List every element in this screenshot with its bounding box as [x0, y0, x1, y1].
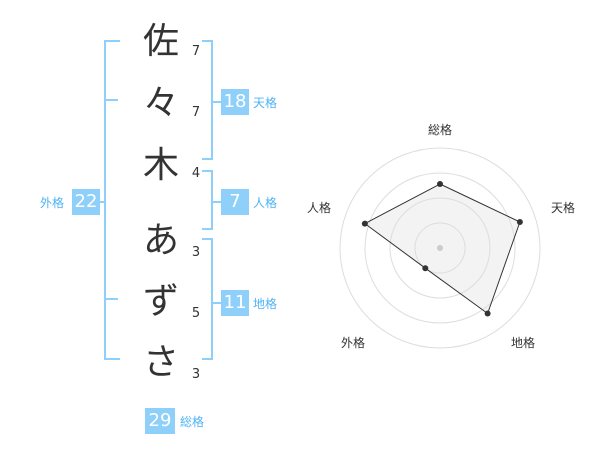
name-char-3: 木 [142, 145, 179, 186]
soukaku-value: 29 [145, 408, 175, 434]
radar-axis-label-jinkaku: 人格 [307, 201, 332, 215]
radar-point-3 [422, 265, 429, 272]
stroke-count-6: 3 [191, 367, 201, 382]
stroke-count-2: 7 [191, 105, 201, 120]
radar-axis-label-chikaku: 地格 [511, 336, 536, 350]
chikaku-connector [211, 302, 223, 304]
tenkaku-bracket-top [202, 40, 213, 42]
gaikaku-tick-1 [104, 99, 118, 101]
jinkaku-value: 7 [221, 189, 249, 215]
radar-point-2 [484, 310, 491, 317]
name-char-5: ず [142, 281, 179, 322]
soukaku-label: 総格 [180, 415, 205, 429]
stroke-count-1: 7 [191, 44, 201, 59]
chikaku-bracket-top [202, 238, 213, 240]
tenkaku-connector [211, 101, 223, 103]
radar-point-1 [516, 219, 523, 226]
jinkaku-label: 人格 [253, 196, 278, 210]
radar-axis-label-soukaku: 総格 [428, 123, 453, 137]
radar-center-dot [437, 245, 443, 251]
radar-points [361, 181, 523, 317]
chikaku-bracket-vertical [211, 238, 213, 360]
jinkaku-bracket-top [202, 170, 213, 172]
chikaku-value: 11 [221, 290, 249, 316]
gaikaku-label: 外格 [40, 196, 65, 210]
name-char-2: 々 [142, 83, 179, 124]
radar-point-4 [361, 220, 368, 227]
gaikaku-bracket-bottom [104, 358, 120, 360]
stroke-count-4: 3 [191, 245, 201, 260]
gaikaku-bracket-top [104, 40, 120, 42]
chikaku-label: 地格 [253, 297, 278, 311]
chikaku-bracket-bottom [202, 358, 213, 360]
jinkaku-bracket-bottom [202, 228, 213, 230]
stroke-count-5: 5 [191, 306, 201, 321]
jinkaku-bracket-vertical [211, 170, 213, 230]
jinkaku-connector [211, 201, 223, 203]
tenkaku-label: 天格 [253, 96, 278, 110]
name-char-4: あ [142, 220, 179, 261]
tenkaku-value: 18 [221, 89, 249, 115]
tenkaku-bracket-bottom [202, 158, 213, 160]
name-char-1: 佐 [142, 21, 179, 62]
gaikaku-connector [98, 201, 106, 203]
radar-axis-label-tenkaku: 天格 [551, 201, 576, 215]
stroke-count-3: 4 [191, 166, 201, 181]
tenkaku-bracket-vertical [211, 40, 213, 160]
radar-point-0 [437, 181, 443, 187]
gaikaku-bracket-vertical [104, 40, 106, 360]
radar-axis-label-gaikaku: 外格 [341, 336, 366, 350]
gaikaku-tick-2 [104, 298, 118, 300]
gaikaku-value: 22 [72, 189, 100, 215]
name-char-6: さ [142, 342, 179, 383]
